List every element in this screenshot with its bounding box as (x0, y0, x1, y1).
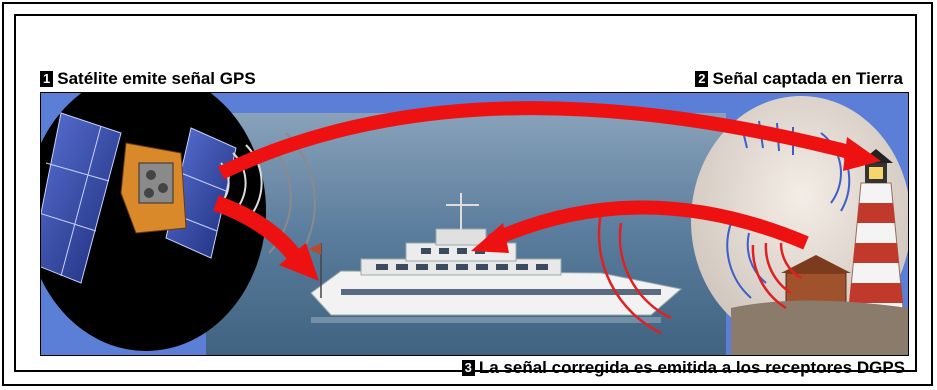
illustration-stage (40, 92, 909, 356)
correction-waves (597, 212, 802, 335)
step-1-number: 1 (40, 71, 54, 87)
arrow-coast-to-yacht (471, 200, 809, 253)
step-2-label: 2 Señal captada en Tierra (695, 69, 903, 89)
illustration-svg (41, 93, 908, 355)
arrow-satellite-to-yacht (213, 195, 319, 281)
step-1-text: Satélite emite señal GPS (57, 69, 256, 88)
arrow-satellite-to-coast (217, 101, 881, 180)
step-3-label: 3 La señal corregida es emitida a los re… (461, 358, 905, 378)
step-2-text: Señal captada en Tierra (712, 69, 903, 88)
step-3-text: La señal corregida es emitida a los rece… (478, 358, 905, 377)
step-1-label: 1 Satélite emite señal GPS (40, 69, 256, 89)
step-2-number: 2 (695, 71, 709, 87)
lighthouse-icon (731, 149, 908, 355)
step-3-number: 3 (461, 360, 475, 376)
yacht-icon (309, 193, 683, 323)
satellite-icon (41, 112, 237, 284)
